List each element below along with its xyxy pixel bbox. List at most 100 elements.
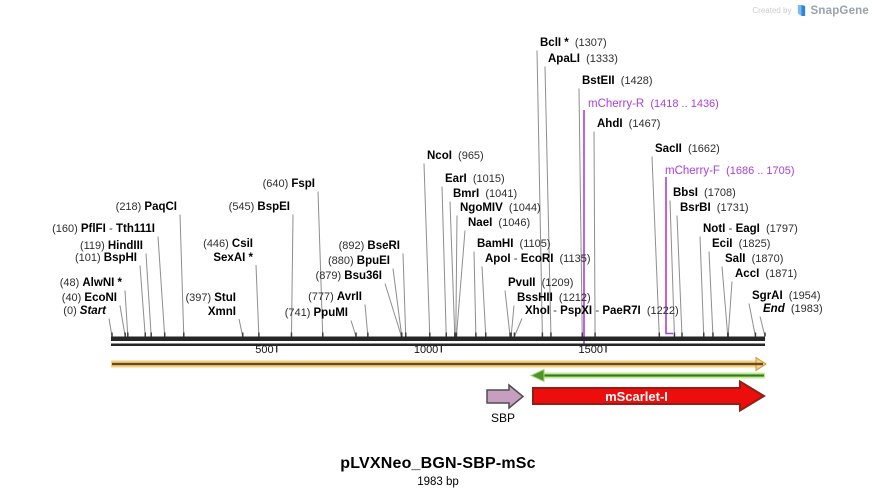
site-label-acci[interactable]: AccI (1871)	[735, 268, 798, 280]
site-line-bsphi	[139, 265, 146, 337]
site-label-fspi[interactable]: (640) FspI	[262, 178, 315, 190]
site-tick-sgrai	[754, 332, 757, 337]
feature-arrow-backbone-span-core	[112, 362, 763, 366]
site-tick-naei	[455, 332, 458, 337]
site-label-ncoi[interactable]: NcoI (965)	[427, 150, 484, 162]
site-tick-paqci	[183, 332, 185, 337]
site-line-sgrai	[748, 303, 756, 337]
site-label-ecii[interactable]: EciI (1825)	[712, 238, 771, 250]
site-line-fspi	[317, 191, 324, 337]
title-block: pLVXNeo_BGN-SBP-mSc 1983 bp	[0, 455, 876, 488]
site-line-naei	[455, 230, 466, 337]
site-label-bsteii[interactable]: BstEII (1428)	[582, 75, 653, 87]
snapgene-logo-text: SnapGene	[810, 4, 869, 17]
mscarlet-i-label[interactable]: mScarlet-I	[605, 389, 668, 404]
site-tick-ecii	[712, 332, 714, 337]
sequence-bar[interactable]	[111, 336, 765, 342]
site-label-bamhi[interactable]: BamHI (1105)	[477, 238, 551, 250]
site-label-bsu36i[interactable]: (879) Bsu36I	[315, 270, 382, 282]
site-tick-bsteii	[581, 332, 583, 337]
site-tick-bmri	[454, 332, 456, 337]
site-label-pvuii[interactable]: PvuII (1209)	[508, 277, 574, 289]
site-label-bbsi[interactable]: BbsI (1708)	[673, 187, 736, 199]
site-label-pflfi-tth111i[interactable]: (160) PflFI - Tth111I	[52, 223, 155, 235]
site-label-paqci[interactable]: (218) PaqCI	[115, 201, 177, 213]
site-line-bbsi	[669, 200, 675, 337]
snapgene-logo-icon	[797, 5, 805, 16]
ruler-label-1500: 1500	[578, 344, 603, 356]
site-tick-alwni	[127, 332, 129, 337]
site-label-ppumi[interactable]: (741) PpuMI	[284, 307, 348, 319]
site-tick-fspi	[322, 332, 324, 337]
site-tick-bseri	[404, 332, 407, 337]
site-label-xhoi-pspxi-paer7i[interactable]: XhoI - PspXI - PaeR7I (1222)	[525, 305, 679, 317]
site-line-csii	[255, 264, 260, 337]
site-label-start[interactable]: (0) Start	[63, 305, 106, 317]
site-line-end	[759, 316, 766, 337]
site-label-alwni[interactable]: (48) AlwNI *	[59, 277, 122, 289]
site-tick-bbsi	[673, 332, 676, 337]
site-line-bamhi	[473, 251, 477, 337]
site-label-avrii[interactable]: (777) AvrII	[308, 291, 362, 303]
site-tick-xhoi-pspxi-paer7i	[513, 332, 516, 337]
site-tick-bsshii	[510, 332, 512, 337]
site-label-bsphi[interactable]: (101) BspHI	[75, 252, 137, 264]
site-label-ngomiv[interactable]: NgoMIV (1044)	[460, 202, 541, 214]
site-tick-ahdi	[594, 332, 596, 337]
site-label-apali[interactable]: ApaLI (1333)	[548, 53, 618, 65]
site-line-econi	[119, 305, 126, 337]
sbp-label: SBP	[490, 411, 516, 425]
primer-label-mcherry-f[interactable]: mCherry-F (1686 .. 1705)	[665, 165, 795, 177]
site-label-bseri[interactable]: (892) BseRI	[338, 240, 400, 252]
site-label-bsshii[interactable]: BssHII (1212)	[517, 292, 591, 304]
site-line-avrii	[364, 304, 369, 337]
feature-arrow-sbp[interactable]	[486, 383, 525, 410]
site-line-ppumi	[350, 320, 357, 337]
site-line-eari	[441, 186, 447, 337]
site-label-bmri[interactable]: BmrI (1041)	[453, 188, 518, 200]
site-line-acci	[727, 281, 733, 337]
site-line-pflfi-tth111i	[157, 236, 166, 337]
site-line-sali	[721, 266, 729, 337]
site-tick-apoi-ecori	[485, 332, 487, 337]
ruler-line	[111, 343, 765, 346]
site-label-ahdi[interactable]: AhdI (1467)	[597, 118, 661, 130]
primer-label-mcherry-r[interactable]: mCherry-R (1418 .. 1436)	[588, 98, 719, 110]
site-line-bseri	[402, 253, 407, 337]
site-tick-bspei	[290, 332, 293, 337]
site-tick-pvuii	[509, 332, 511, 337]
site-tick-econi	[124, 332, 126, 337]
site-label-eari[interactable]: EarI (1015)	[445, 173, 505, 185]
site-line-bsteii	[578, 88, 583, 337]
site-label-naei[interactable]: NaeI (1046)	[468, 217, 531, 229]
site-line-xhoi-pspxi-paer7i	[513, 318, 523, 337]
site-line-bmri	[449, 201, 456, 337]
site-label-hindiii[interactable]: (119) HindIII	[79, 240, 143, 252]
site-line-bspei	[290, 214, 294, 337]
site-label-sali[interactable]: SalI (1870)	[725, 253, 784, 265]
site-tick-ncoi	[429, 332, 431, 337]
ruler-tick-1500	[605, 345, 607, 353]
site-line-ahdi	[593, 131, 596, 337]
site-label-sgrai[interactable]: SgrAI (1954)	[752, 290, 821, 302]
site-label-bspei[interactable]: (545) BspEI	[228, 201, 290, 213]
site-line-bsrbi	[676, 215, 683, 337]
feature-arrow-mscarlet-i[interactable]	[532, 379, 766, 413]
site-line-alwni	[124, 290, 129, 337]
created-by-text: Created by	[752, 6, 792, 15]
site-tick-apali	[550, 332, 552, 337]
site-label-noti-eagi[interactable]: NotI - EagI (1797)	[703, 223, 798, 235]
feature-arrow-reverse-span-head[interactable]	[529, 368, 545, 383]
site-label-bsrbi[interactable]: BsrBI (1731)	[680, 202, 749, 214]
site-label-bpuei[interactable]: (880) BpuEI	[328, 255, 390, 267]
site-label-bcli[interactable]: BclI * (1307)	[540, 37, 607, 49]
site-label-sacii[interactable]: SacII (1662)	[655, 143, 720, 155]
ruler-label-500: 500	[255, 344, 274, 356]
site-label-end[interactable]: End (1983)	[763, 303, 823, 315]
site-tick-end	[764, 332, 766, 337]
site-label-apoi-ecori[interactable]: ApoI - EcoRI (1135)	[485, 253, 591, 265]
site-label-econi[interactable]: (40) EcoNI	[61, 292, 117, 304]
